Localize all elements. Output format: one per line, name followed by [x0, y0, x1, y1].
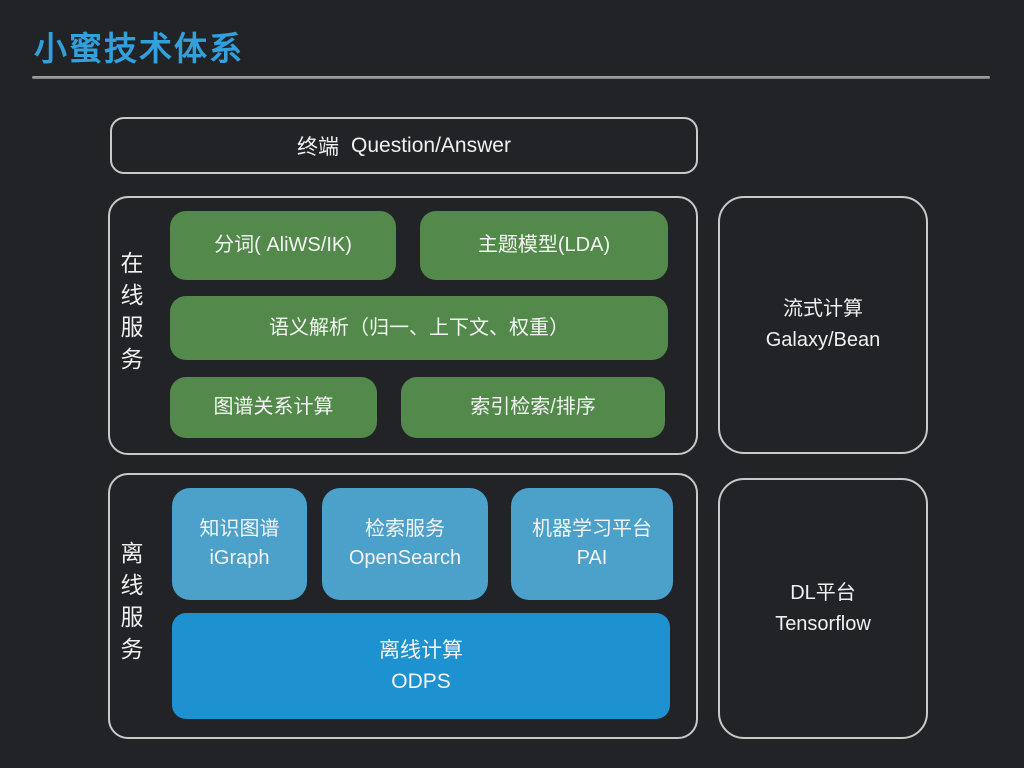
online-services-label: 在 线 服 务	[120, 250, 144, 372]
ml-platform-box: 机器学习平台 PAI	[511, 488, 673, 600]
offline-compute-box: 离线计算 ODPS	[172, 613, 670, 719]
index-retrieval-box: 索引检索/排序	[401, 377, 665, 438]
retrieval-service-box: 检索服务 OpenSearch	[322, 488, 488, 600]
stream-compute-line1: 流式计算	[783, 298, 863, 320]
stream-compute-line2: Galaxy/Bean	[765, 329, 881, 351]
title-divider	[32, 76, 990, 79]
terminal-label-zh: 终端	[297, 135, 340, 159]
online-services-group	[108, 196, 698, 455]
offline-services-group	[108, 473, 698, 739]
word-segmentation-box: 分词( AliWS/IK)	[170, 211, 396, 280]
dl-platform-panel: DL平台 Tensorflow	[718, 478, 928, 739]
dl-platform-line1: DL平台	[790, 581, 856, 604]
offline-services-label: 离 线 服 务	[120, 540, 144, 662]
knowledge-graph-box: 知识图谱 iGraph	[172, 488, 307, 600]
topic-model-box: 主题模型(LDA)	[420, 211, 668, 280]
page-title: 小蜜技术体系	[34, 29, 244, 68]
graph-relation-box: 图谱关系计算	[170, 377, 377, 438]
dl-platform-line2: Tensorflow	[775, 612, 871, 635]
semantic-parsing-box: 语义解析（归一、上下文、权重）	[170, 296, 668, 360]
terminal-box: 终端 Question/Answer	[110, 117, 698, 174]
stream-compute-panel: 流式计算 Galaxy/Bean	[718, 196, 928, 454]
terminal-label-en: Question/Answer	[351, 133, 511, 157]
